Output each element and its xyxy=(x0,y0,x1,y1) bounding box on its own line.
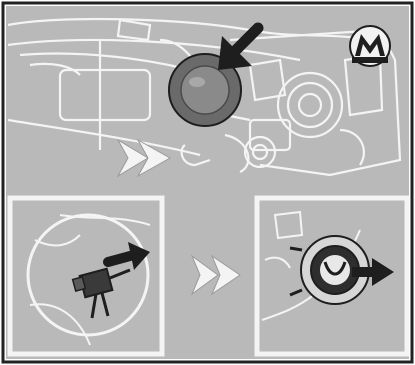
monolith-logo xyxy=(350,26,390,66)
